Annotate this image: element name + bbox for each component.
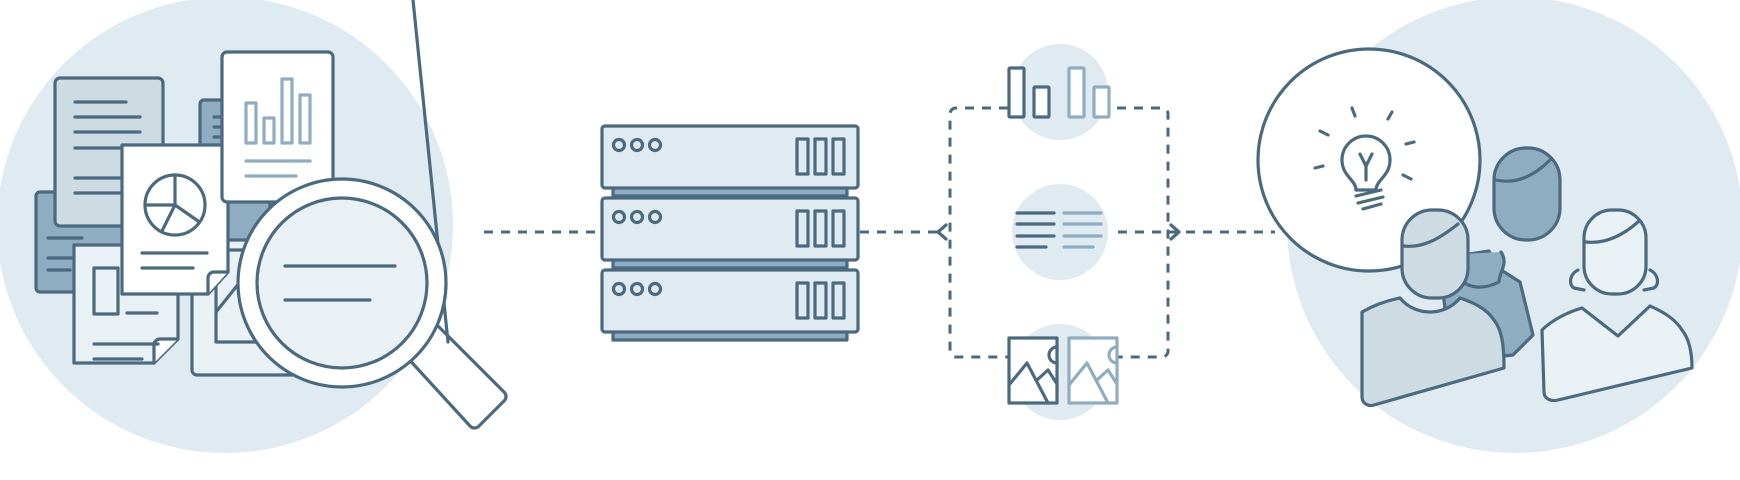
text-lines-icon — [1015, 211, 1103, 249]
lightbulb-icon — [1313, 106, 1416, 211]
server-rack-icon — [600, 124, 860, 342]
person-icon — [1360, 208, 1506, 408]
image-icon — [1007, 336, 1059, 405]
person-icon — [1540, 208, 1694, 403]
arrow-left-icon — [936, 223, 948, 241]
connector-datatypes-insight — [1118, 223, 1275, 241]
dashed-bracket-left — [948, 106, 1008, 359]
image-icon-light — [1067, 336, 1119, 405]
pie-chart-icon — [143, 173, 207, 237]
team-icon — [1360, 146, 1694, 408]
connector-storage-datatypes — [860, 223, 948, 241]
server-unit — [600, 196, 860, 262]
arrow-right-icon — [1169, 223, 1181, 241]
magnifier-icon — [236, 0, 508, 430]
dashed-bracket-right — [1100, 106, 1170, 359]
server-unit — [600, 124, 860, 190]
bar-chart-icon — [1007, 66, 1111, 119]
data-type-text — [1012, 184, 1108, 280]
data-type-images — [1007, 324, 1119, 420]
data-types-group — [948, 44, 1170, 420]
data-type-charts — [1007, 44, 1111, 140]
server-unit — [600, 268, 860, 334]
bar-chart-mini-icon — [244, 77, 312, 145]
